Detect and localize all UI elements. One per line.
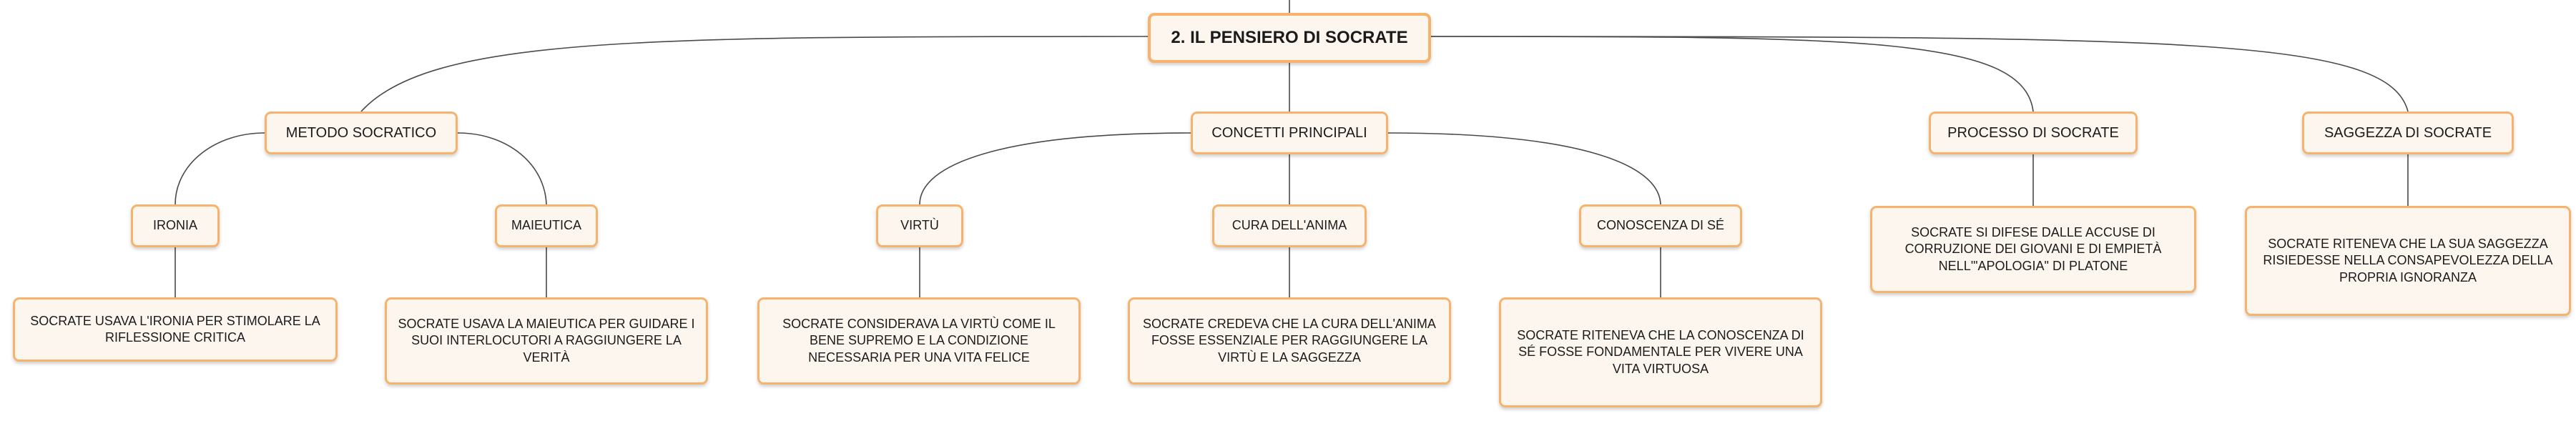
connector-root-metodo [360,36,1149,112]
connector-root-processo [1430,36,2034,112]
connector-metodo-maieutica [457,132,547,205]
branch-metodo-socratico[interactable]: METODO SOCRATICO [265,112,458,154]
topic-maieutica[interactable]: MAIEUTICA [495,204,598,247]
connector-metodo-ironia [174,132,265,205]
root-node[interactable]: 2. IL PENSIERO DI SOCRATE [1148,13,1431,63]
branch-processo-di-socrate[interactable]: PROCESSO DI SOCRATE [1929,112,2138,154]
detail-maieutica[interactable]: SOCRATE USAVA LA MAIEUTICA PER GUIDARE I… [385,297,708,385]
connector-concetti-conoscenza [1387,132,1661,205]
detail-saggezza-di-socrate[interactable]: SOCRATE RITENEVA CHE LA SUA SAGGEZZA RIS… [2245,206,2571,316]
detail-processo-di-socrate[interactable]: SOCRATE SI DIFESE DALLE ACCUSE DI CORRUZ… [1870,206,2196,293]
topic-conoscenza-di-se[interactable]: CONOSCENZA DI SÉ [1579,204,1742,247]
detail-virtu[interactable]: SOCRATE CONSIDERAVA LA VIRTÙ COME IL BEN… [757,297,1081,385]
detail-cura-dell-anima[interactable]: SOCRATE CREDEVA CHE LA CURA DELL'ANIMA F… [1128,297,1451,385]
branch-saggezza-di-socrate[interactable]: SAGGEZZA DI SOCRATE [2302,112,2514,154]
branch-concetti-principali[interactable]: CONCETTI PRINCIPALI [1191,112,1388,154]
topic-ironia[interactable]: IRONIA [131,204,220,247]
topic-virtu[interactable]: VIRTÙ [876,204,963,247]
connector-concetti-virtu [919,132,1191,205]
connector-root-saggezza [1430,36,2409,112]
topic-cura-dell-anima[interactable]: CURA DELL'ANIMA [1212,204,1367,247]
detail-ironia[interactable]: SOCRATE USAVA L'IRONIA PER STIMOLARE LA … [13,297,338,362]
detail-conoscenza-di-se[interactable]: SOCRATE RITENEVA CHE LA CONOSCENZA DI SÉ… [1499,297,1822,407]
